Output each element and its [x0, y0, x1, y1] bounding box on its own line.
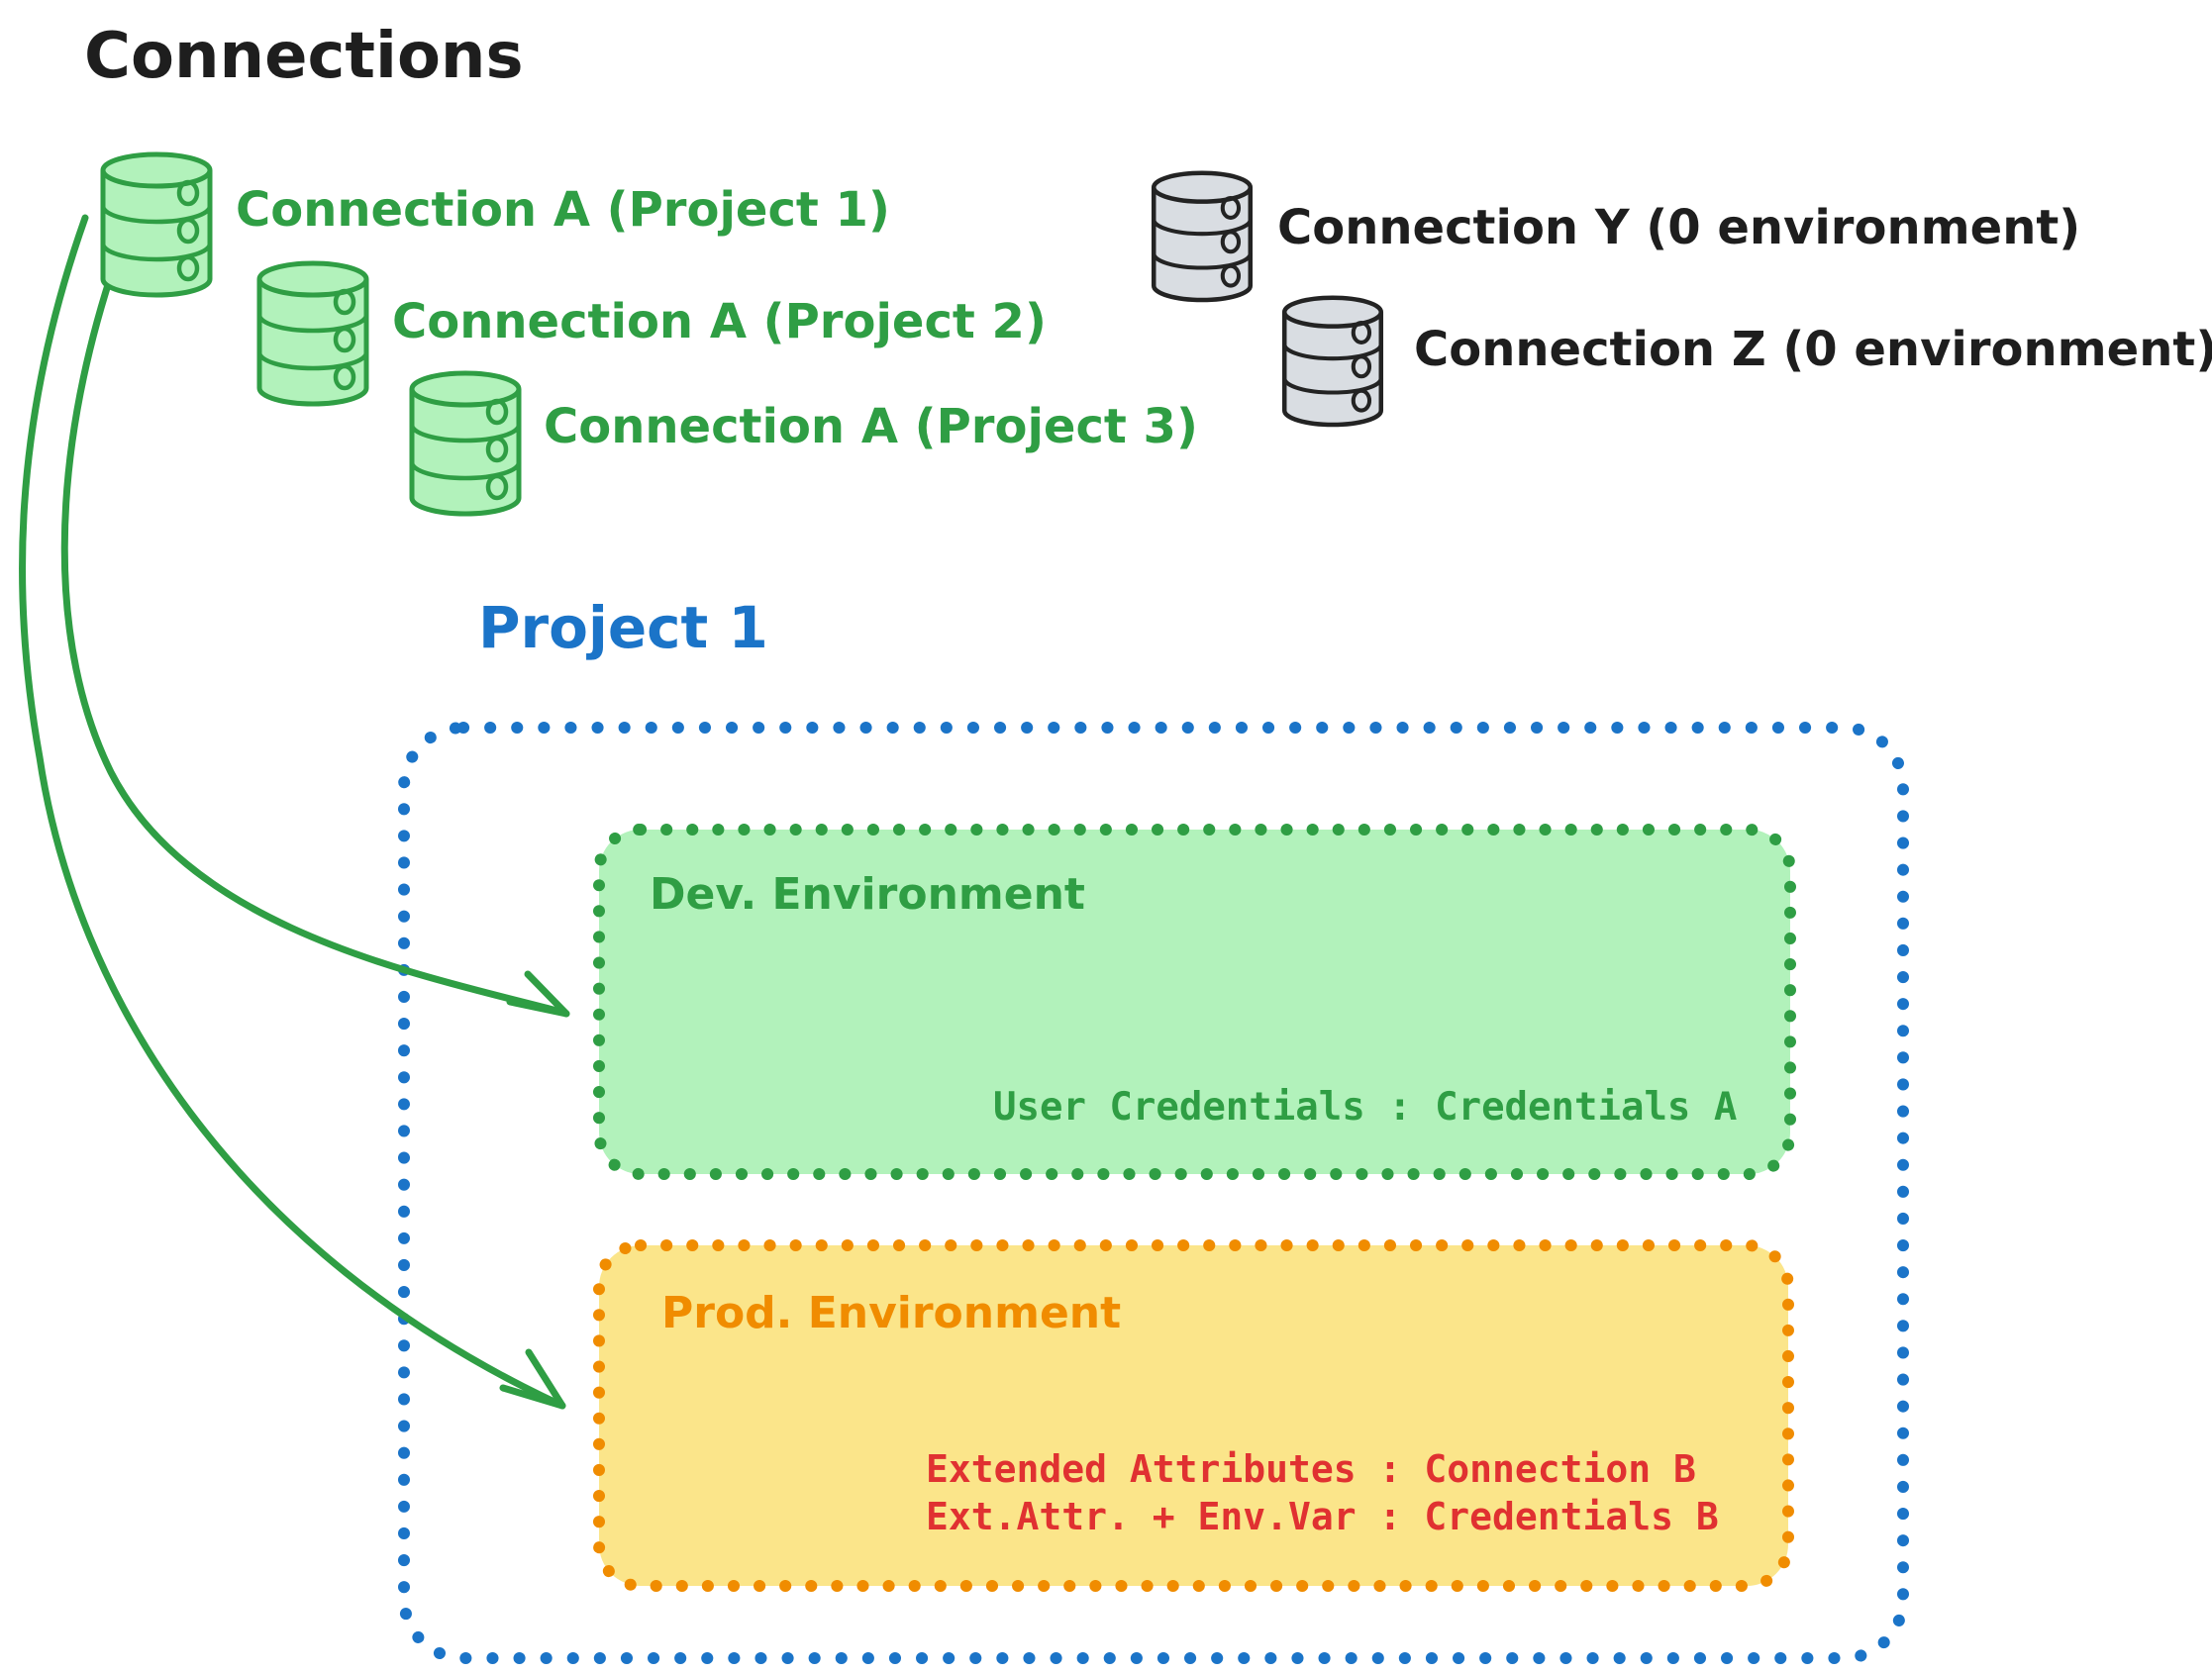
database-icon-connection-y — [1147, 166, 1257, 305]
dev-environment-mapping: User Credentials : Credentials A — [993, 1085, 1738, 1130]
database-icon-connection-z — [1277, 291, 1388, 430]
prod-environment-box — [593, 1239, 1794, 1592]
prod-environment-title: Prod. Environment — [661, 1288, 1122, 1338]
prod-environment-mapping: Extended Attributes : Connection B Ext.A… — [926, 1445, 1719, 1540]
connection-y-label: Connection Y (0 environment) — [1277, 200, 2081, 255]
connection-a-project-3-label: Connection A (Project 3) — [544, 399, 1198, 454]
dev-environment-title: Dev. Environment — [650, 869, 1085, 920]
connection-z-label: Connection Z (0 environment) — [1414, 322, 2212, 377]
connection-a-project-2-label: Connection A (Project 2) — [392, 294, 1047, 349]
dev-environment-box — [593, 824, 1796, 1180]
prod-mapping-line-2: Ext.Attr. + Env.Var : Credentials B — [926, 1495, 1719, 1538]
connection-a-project-1-label: Connection A (Project 1) — [236, 182, 890, 238]
database-icon-connection-a-project-1 — [95, 148, 218, 299]
prod-mapping-line-1: Extended Attributes : Connection B — [926, 1447, 1696, 1491]
arrow-connection-a-to-dev — [60, 259, 570, 1018]
database-icon-connection-a-project-2 — [251, 257, 374, 408]
arrow-connection-a-to-prod — [19, 214, 566, 1410]
page-title: Connections — [84, 20, 524, 93]
project-1-container — [398, 722, 1909, 1664]
project-1-title: Project 1 — [478, 594, 768, 661]
database-icon-connection-a-project-3 — [404, 367, 527, 518]
